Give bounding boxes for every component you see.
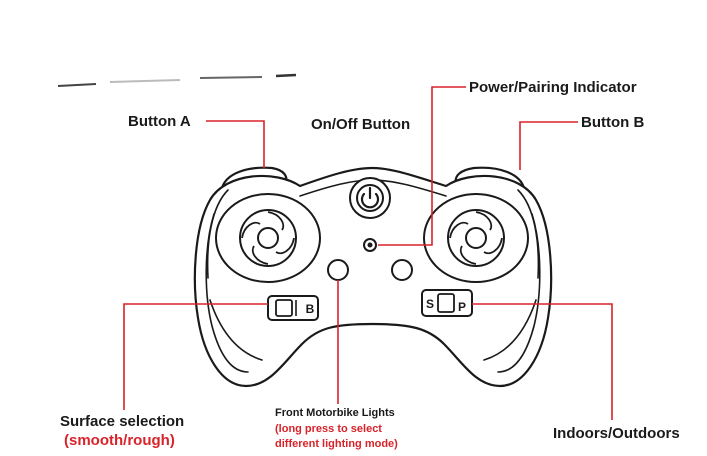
header-remnant	[57, 73, 297, 87]
surface-switch[interactable]: B	[267, 295, 319, 321]
label-surface-selection: Surface selection	[60, 413, 184, 430]
label-front-lights: Front Motorbike Lights	[275, 407, 395, 419]
controller-body: B S P	[193, 166, 553, 388]
leader-indoors-outdoors	[472, 303, 613, 420]
label-front-lights-note-2: different lighting mode)	[275, 438, 398, 450]
label-button-b: Button B	[581, 114, 644, 131]
right-stick-petals	[449, 211, 503, 265]
aux-button[interactable]	[391, 259, 413, 281]
switch-mark-s: S	[426, 297, 434, 311]
leader-button-b	[519, 121, 578, 170]
label-power-pairing: Power/Pairing Indicator	[469, 79, 637, 96]
power-icon	[360, 186, 380, 209]
front-lights-button[interactable]	[327, 259, 349, 281]
label-surface-options: (smooth/rough)	[64, 432, 175, 449]
leader-button-a	[206, 120, 265, 168]
label-on-off: On/Off Button	[311, 116, 410, 133]
label-front-lights-note-1: (long press to select	[275, 423, 382, 435]
surface-switch-mark: B	[306, 302, 315, 316]
label-indoors-outdoors: Indoors/Outdoors	[553, 425, 680, 442]
leader-surface	[123, 303, 268, 410]
left-stick-petals	[241, 211, 295, 265]
switch-mark-p: P	[458, 300, 466, 314]
indoors-outdoors-switch[interactable]: S P	[421, 289, 473, 317]
labels: Button A On/Off Button Power/Pairing Ind…	[60, 79, 680, 450]
label-button-a: Button A	[128, 113, 191, 130]
leader-power-pairing	[378, 86, 466, 246]
leader-lines	[123, 86, 613, 420]
